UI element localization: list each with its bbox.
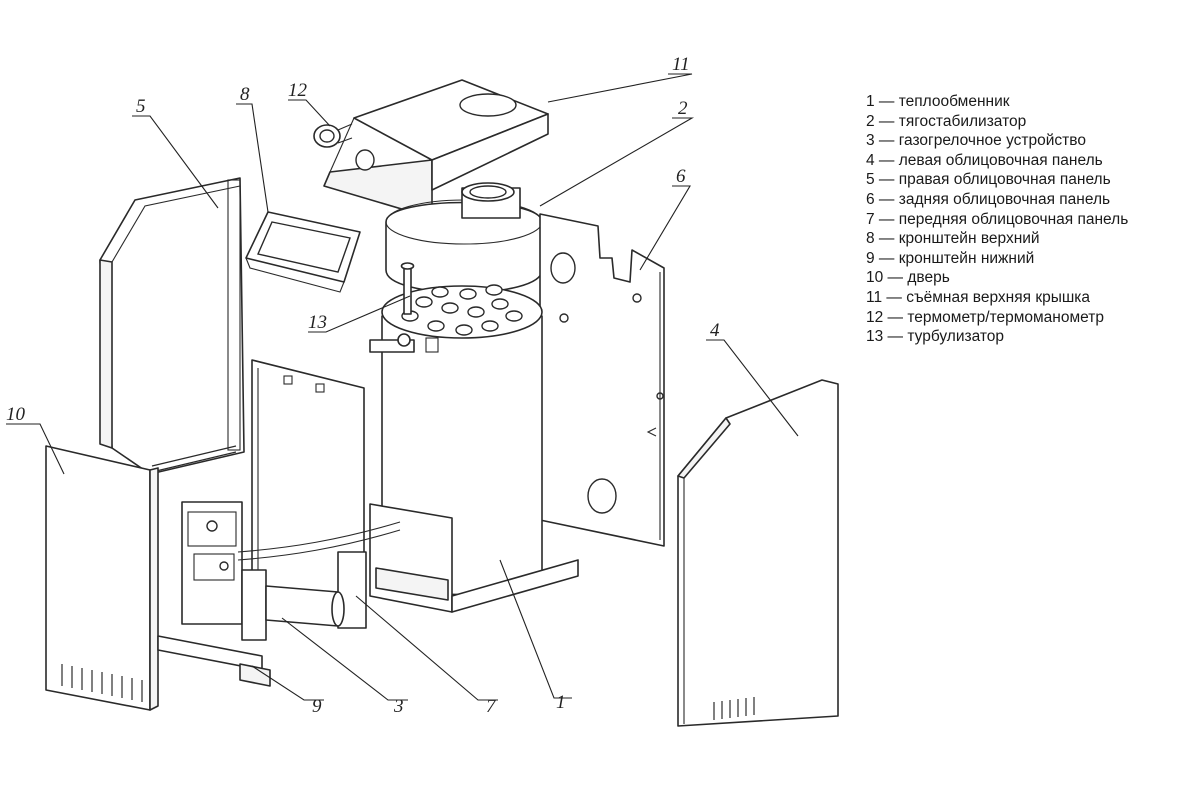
right-cladding-panel [99,177,245,475]
callout-7: 7 [486,696,497,717]
callout-4: 4 [710,320,720,341]
draft-stabilizer [385,182,543,294]
callout-8: 8 [240,84,250,105]
callout-1: 1 [556,692,566,713]
turbulizer [400,262,415,315]
door [45,445,159,711]
legend-item: 10 — дверь [866,269,950,287]
callout-13: 13 [308,312,327,333]
legend-item: 7 — передняя облицовочная панель [866,210,1129,228]
removable-top-cover [323,79,549,219]
legend-item: 12 — термометр/термоманометр [866,308,1104,326]
heat-exchanger [369,284,579,613]
callout-11: 11 [672,54,690,75]
legend-item: 9 — кронштейн нижний [866,249,1035,267]
legend-item: 13 — турбулизатор [866,328,1005,346]
legend-item: 8 — кронштейн верхний [866,230,1040,248]
callout-numbers: 5 8 12 11 2 6 13 4 10 9 3 7 1 [6,54,720,717]
back-cladding-panel [539,213,665,547]
leader-lines [6,73,799,701]
legend-item: 5 — правая облицовочная панель [866,171,1111,189]
callout-3: 3 [393,696,404,717]
bottom-bracket [157,635,271,687]
parts-legend: 1 — теплообменник 2 — тягостабилизатор 3… [866,92,1128,347]
callout-12: 12 [288,80,308,101]
callout-10: 10 [6,404,26,425]
door-vent [61,664,143,702]
legend-item: 3 — газогрелочное устройство [866,132,1086,150]
top-bracket [245,211,361,293]
right-panel-vent [151,445,237,473]
callout-5: 5 [136,96,146,117]
gas-burner-unit [181,501,401,641]
left-cladding-panel [677,379,839,727]
callout-6: 6 [676,166,686,187]
callout-2: 2 [678,98,688,119]
legend-item: 2 — тягостабилизатор [866,112,1027,130]
legend-item: 1 — теплообменник [866,93,1010,110]
left-panel-vent [713,697,755,720]
legend-item: 6 — задняя облицовочная панель [866,190,1111,208]
callout-9: 9 [312,696,322,717]
legend-item: 11 — съёмная верхняя крышка [866,288,1091,306]
legend-item: 4 — левая облицовочная панель [866,151,1103,169]
turbulizer-holes [401,284,523,336]
thermometer [313,123,353,148]
